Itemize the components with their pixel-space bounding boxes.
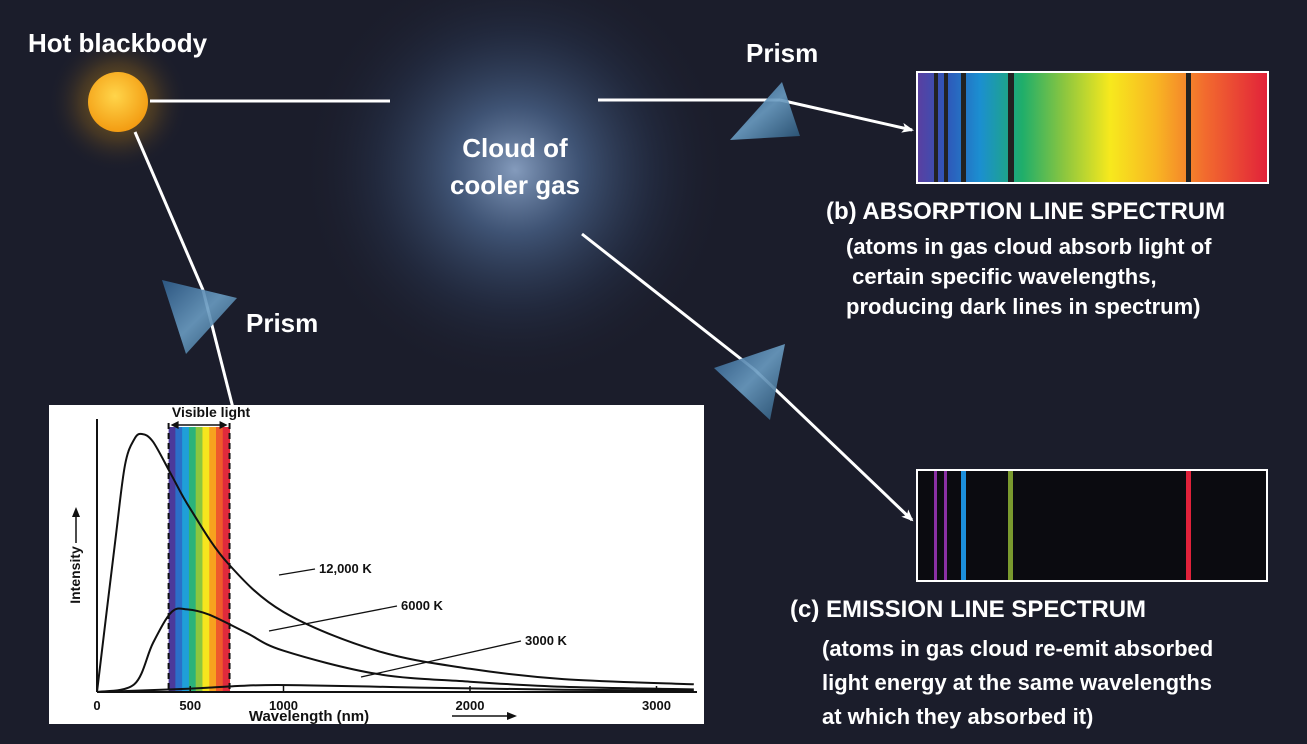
light-ray-to-left-prism bbox=[133, 131, 205, 291]
visible-band-stripe bbox=[202, 427, 210, 692]
absorption-line bbox=[1186, 73, 1191, 182]
absorption-title: (b) ABSORPTION LINE SPECTRUM bbox=[826, 198, 1226, 225]
cloud-of-cooler-gas bbox=[300, 0, 730, 385]
visible-band-stripe bbox=[195, 427, 203, 692]
visible-band-stripe bbox=[188, 427, 197, 692]
prism-label-left: Prism bbox=[246, 308, 319, 338]
blackbody-curve bbox=[96, 683, 694, 693]
x-axis-label-arrowhead bbox=[507, 712, 517, 720]
hot-blackbody-label: Hot blackbody bbox=[28, 28, 208, 58]
emission-spectrum-band bbox=[916, 469, 1268, 582]
absorption-line bbox=[961, 73, 966, 182]
x-tick-label: 2000 bbox=[456, 698, 485, 713]
visible-band-stripe bbox=[182, 427, 190, 692]
absorption-spectrum-band bbox=[916, 71, 1269, 184]
y-axis-label: Intensity bbox=[67, 546, 83, 604]
visible-band-arrowhead bbox=[170, 421, 179, 429]
prism-left bbox=[162, 280, 237, 354]
x-tick-label: 500 bbox=[179, 698, 201, 713]
x-axis-label: Wavelength (nm) bbox=[249, 708, 369, 724]
hot-blackbody-star bbox=[88, 72, 148, 132]
emission-line bbox=[1008, 471, 1013, 580]
emission-title: (c) EMISSION LINE SPECTRUM bbox=[790, 596, 1147, 623]
curve-label: 12,000 K bbox=[319, 561, 372, 576]
prism-bottom bbox=[714, 344, 785, 420]
curve-label-leader bbox=[268, 605, 398, 632]
absorption-line bbox=[934, 73, 938, 182]
light-ray-to-absorption bbox=[779, 98, 914, 133]
x-tick-label: 1000 bbox=[269, 698, 298, 713]
x-tick-label: 3000 bbox=[642, 698, 671, 713]
visible-band-stripe bbox=[216, 427, 224, 692]
curve-label: 3000 K bbox=[525, 633, 568, 648]
blackbody-curve bbox=[96, 432, 694, 693]
prism-label-top: Prism bbox=[746, 38, 819, 68]
blackbody-plot: Visible light 0 500 1000 2000 3000Wavelength … bbox=[67, 405, 697, 724]
curve-label-leader bbox=[278, 568, 316, 576]
emission-line bbox=[944, 471, 947, 580]
visible-light-label: Visible light bbox=[172, 405, 251, 420]
prism-top bbox=[730, 82, 800, 140]
absorption-line bbox=[1008, 73, 1014, 182]
curve-label: 6000 K bbox=[401, 598, 444, 613]
visible-band-stripe bbox=[209, 427, 217, 692]
absorption-spectrum bbox=[916, 71, 1269, 184]
absorption-description: (atoms in gas cloud absorb light of cert… bbox=[846, 234, 1212, 319]
emission-line bbox=[934, 471, 937, 580]
visible-band-arrowhead bbox=[219, 421, 228, 429]
visible-band-stripe bbox=[222, 427, 231, 692]
emission-line bbox=[961, 471, 966, 580]
absorption-line bbox=[944, 73, 948, 182]
visible-band-stripe bbox=[175, 427, 183, 692]
curve-label-leader bbox=[360, 640, 522, 678]
emission-spectrum bbox=[916, 469, 1268, 582]
x-tick-label: 0 bbox=[93, 698, 100, 713]
y-axis-label-arrowhead bbox=[72, 507, 80, 517]
cloud-label: Cloud of cooler gas bbox=[449, 133, 581, 200]
emission-description: (atoms in gas cloud re-emit absorbed lig… bbox=[822, 636, 1214, 729]
blackbody-curve bbox=[96, 607, 694, 693]
emission-line bbox=[1186, 471, 1191, 580]
visible-band-stripe bbox=[168, 427, 176, 692]
